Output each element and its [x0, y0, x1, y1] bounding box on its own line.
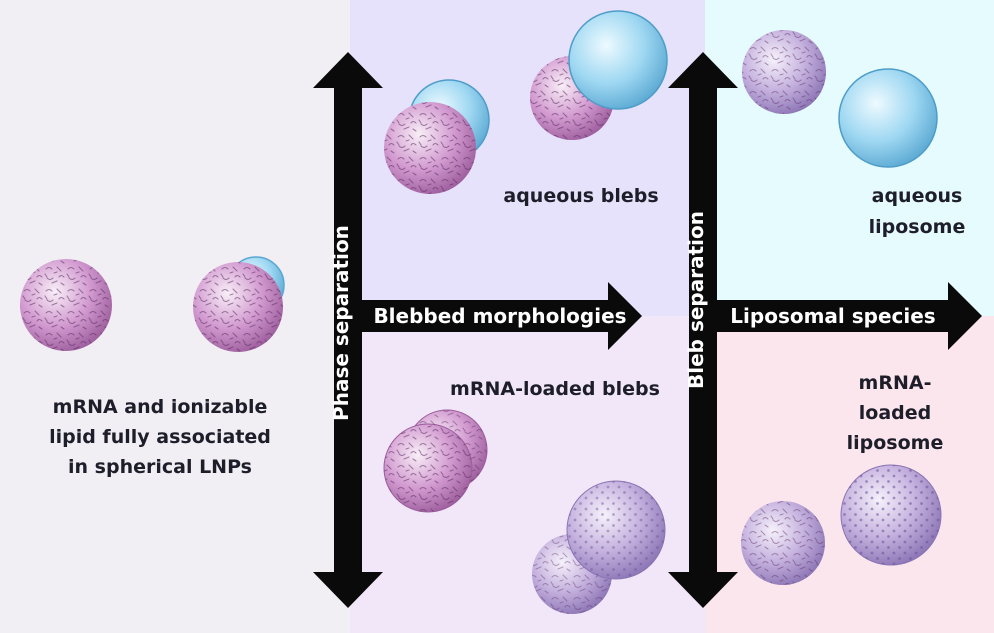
svg-text:aqueous: aqueous	[872, 185, 963, 207]
svg-text:mRNA-: mRNA-	[859, 372, 932, 394]
panel-aqueous-liposome	[705, 0, 994, 316]
svg-text:liposome: liposome	[869, 216, 966, 238]
lnp-remnant-particle	[741, 501, 825, 585]
bleb-separation-arrow	[668, 52, 738, 608]
mrna-loaded-liposome-caption: mRNA- loaded liposome	[847, 372, 944, 454]
blebbed-morphologies-label: Blebbed morphologies	[373, 304, 626, 328]
mrna-loaded-bleb-particle	[532, 480, 666, 614]
svg-text:liposome: liposome	[847, 432, 944, 454]
phase-separation-label: Phase separation	[329, 225, 353, 421]
mrna-loaded-bleb-particle	[383, 409, 488, 513]
aqueous-bleb-particle	[530, 10, 668, 140]
lnp-caption: mRNA and ionizable lipid fully associate…	[49, 396, 271, 478]
spherical-lnp-particle	[20, 259, 112, 351]
liposomal-species-label: Liposomal species	[730, 304, 935, 328]
phase-separation-arrow	[313, 52, 383, 608]
mrna-loaded-liposome-particle	[840, 464, 942, 566]
svg-text:in spherical LNPs: in spherical LNPs	[68, 456, 252, 478]
arrows	[313, 52, 982, 608]
bleb-separation-label: Bleb separation	[684, 211, 708, 389]
aqueous-blebs-caption: aqueous blebs	[503, 185, 658, 207]
aqueous-liposome-caption: aqueous liposome	[869, 185, 966, 238]
svg-text:mRNA and ionizable: mRNA and ionizable	[53, 396, 268, 418]
svg-text:lipid fully associated: lipid fully associated	[49, 426, 271, 448]
lnp-without-bleb-particle	[742, 30, 826, 114]
early-bleb-lnp-particle	[193, 256, 285, 352]
liposomal-species-arrow	[717, 282, 982, 350]
aqueous-liposome-particle	[838, 68, 938, 168]
aqueous-bleb-particle	[384, 79, 490, 194]
panel-mrna-liposome	[705, 316, 994, 633]
mrna-loaded-blebs-caption: mRNA-loaded blebs	[450, 378, 660, 400]
svg-text:loaded: loaded	[859, 402, 931, 424]
blebbed-morphologies-arrow	[362, 282, 642, 350]
